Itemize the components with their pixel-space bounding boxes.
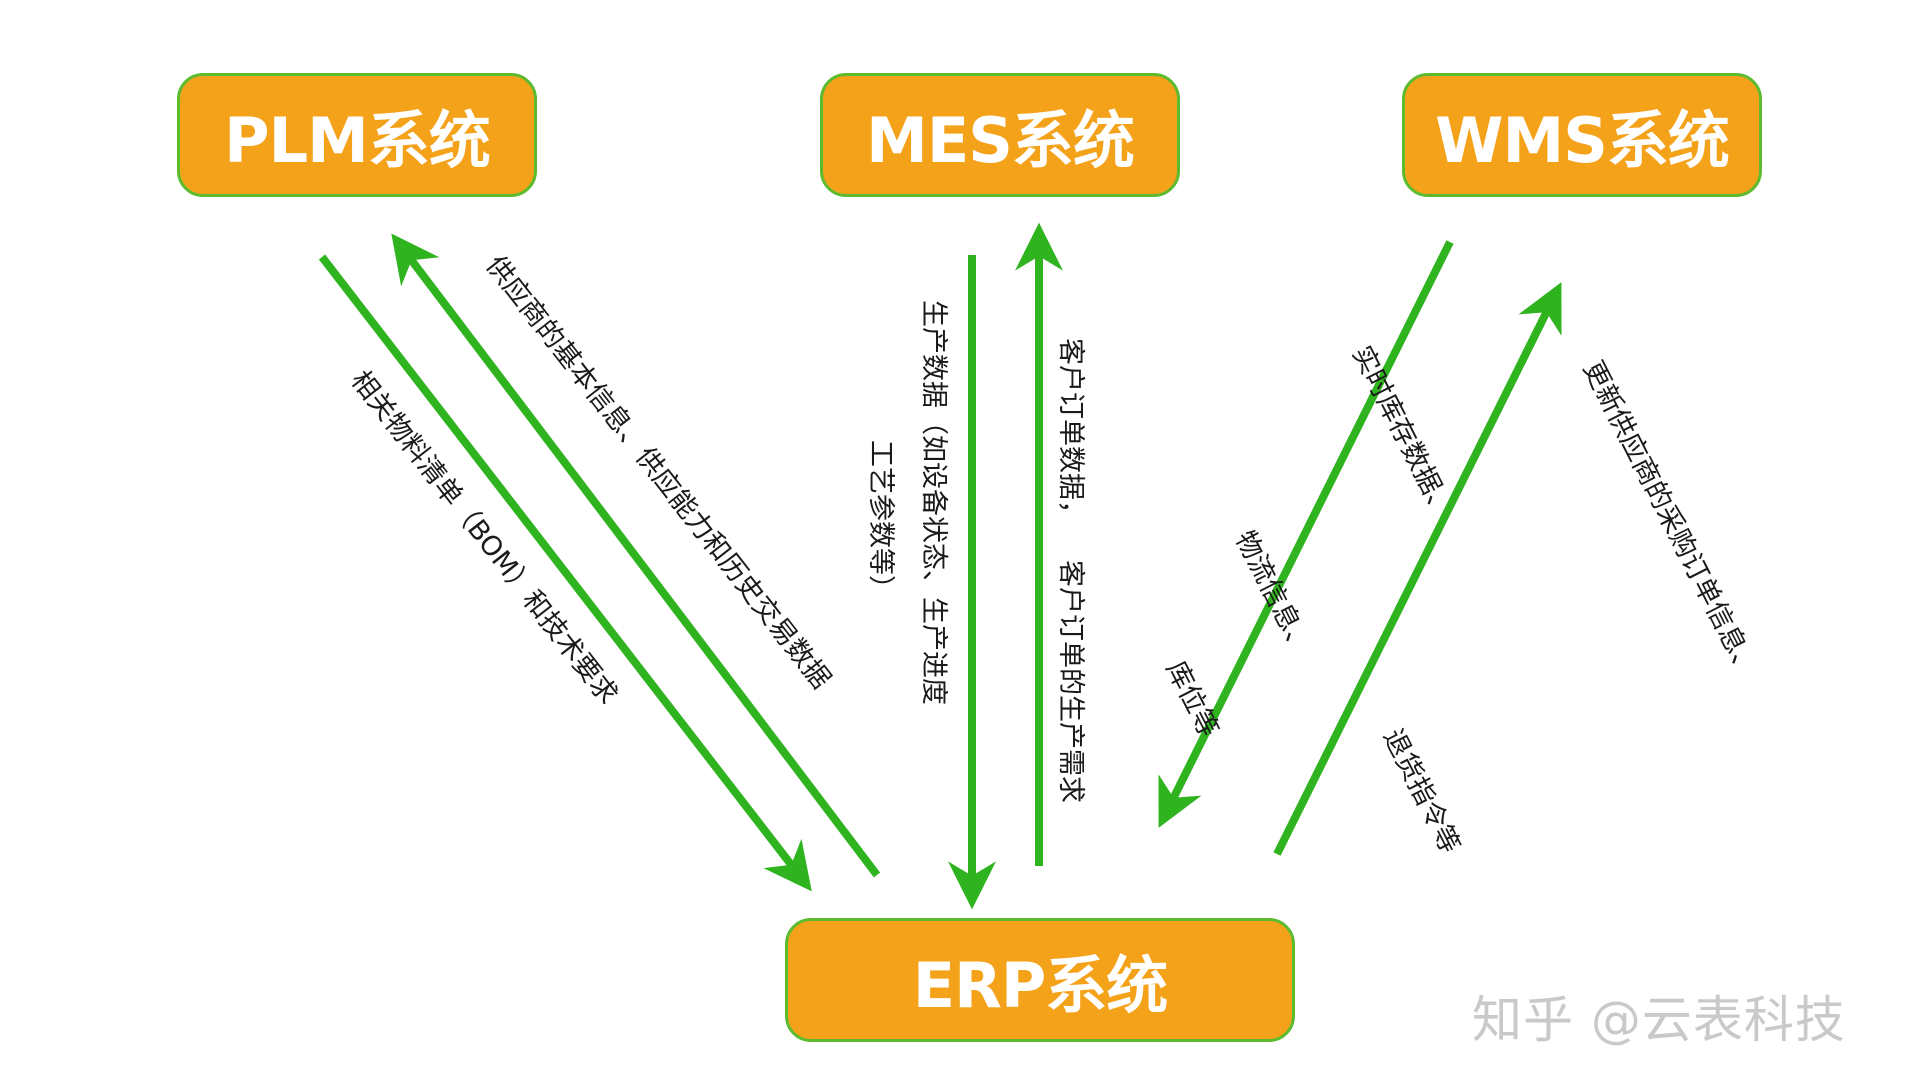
arrow-erp-to-plm [391, 233, 881, 878]
wms-system-label: WMS系统 [1435, 104, 1730, 177]
label-mes-to-erp-line2: 工艺参数等） [865, 440, 896, 602]
arrow-wms-to-erp [1158, 240, 1454, 828]
mes-system-node: MES系统 [820, 73, 1180, 197]
label-wms-to-erp-line3: 库位等 [1160, 656, 1224, 742]
mes-system-label: MES系统 [866, 104, 1135, 177]
label-erp-to-mes-line1: 客户订单数据， [1055, 338, 1086, 527]
watermark: 知乎 @云表科技 [1472, 991, 1846, 1049]
arrow-erp-to-wms [1273, 282, 1562, 856]
erp-system-node: ERP系统 [785, 918, 1295, 1042]
erp-system-label: ERP系统 [912, 949, 1169, 1022]
wms-system-node: WMS系统 [1402, 73, 1762, 197]
plm-system-node: PLM系统 [177, 73, 537, 197]
plm-system-label: PLM系统 [224, 104, 491, 177]
label-erp-to-mes-line2: 客户订单的生产需求 [1055, 560, 1086, 803]
label-erp-to-wms-line2: 退货指令等 [1377, 724, 1466, 858]
arrow-plm-to-erp [318, 254, 812, 892]
label-plm-to-erp: 相关物料清单（BOM）和技术要求 [344, 365, 623, 710]
label-mes-to-erp-line1: 生产数据（如设备状态、生产进度 [918, 300, 949, 705]
label-erp-to-wms-line1: 更新供应商的采购订单信息、 [1577, 356, 1764, 683]
label-wms-to-erp-line1: 实时库存数据、 [1346, 341, 1459, 523]
label-wms-to-erp-line2: 物流信息、 [1229, 526, 1318, 660]
label-erp-to-plm: 供应商的基本信息、供应能力和历史交易数据 [479, 250, 836, 695]
